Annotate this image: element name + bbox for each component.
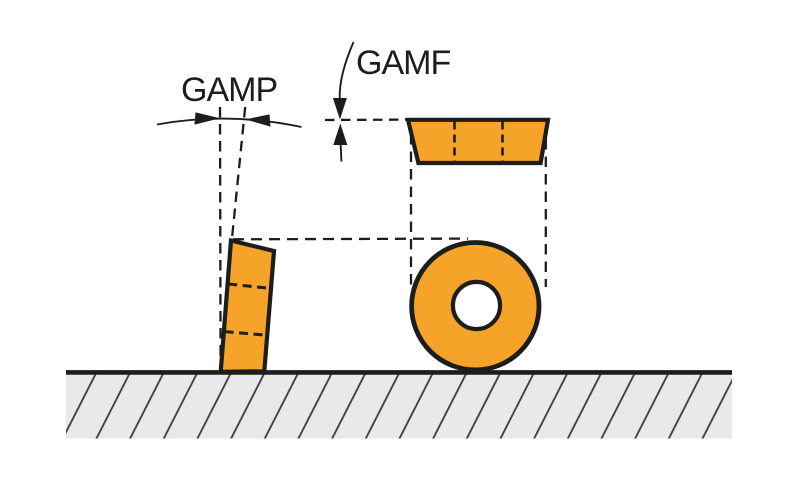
ground-hatch-lines xyxy=(66,374,732,439)
gamp-vertical-reference-line xyxy=(218,106,222,372)
gamf-leader-lower xyxy=(339,144,343,162)
insert-side-view-body xyxy=(218,237,277,374)
construction-lines xyxy=(218,106,547,372)
tip-height-dashed-line xyxy=(232,237,469,241)
gamp-arrow-left xyxy=(194,112,220,125)
gamp-tilted-edge-line xyxy=(230,106,247,244)
insert-top-view xyxy=(405,117,551,166)
insert-side-view xyxy=(218,237,277,374)
gamf-label: GAMF xyxy=(356,44,450,82)
gamf-arrow-down xyxy=(332,98,347,120)
gamf-leader-upper xyxy=(338,41,355,101)
insert-side-hidden-edge-upper xyxy=(228,282,271,290)
gamp-label: GAMP xyxy=(181,71,277,109)
insert-side-hidden-edge-lower xyxy=(224,330,268,337)
gamf-arrow-up xyxy=(333,123,348,145)
gamp-dimension: GAMP xyxy=(156,71,302,128)
gamp-arrow-right xyxy=(245,114,271,127)
ground xyxy=(66,370,732,439)
gamf-dimension: GAMF xyxy=(332,41,451,162)
insert-front-view xyxy=(409,240,542,373)
gamp-dimension-arc xyxy=(156,117,302,128)
insert-front-view-hole xyxy=(450,279,503,332)
insert-top-view-body xyxy=(405,117,551,166)
